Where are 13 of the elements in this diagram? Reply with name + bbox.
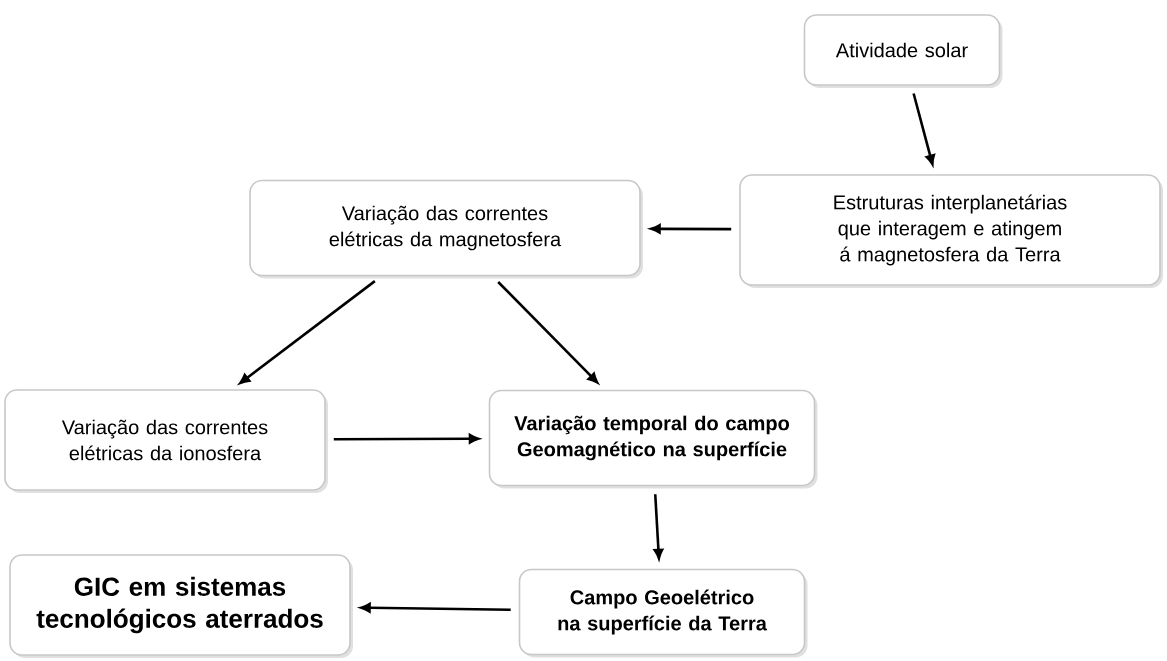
arrow: [333, 433, 480, 444]
process-box: Variação das correntes elétricas da magnetosfera: [249, 179, 643, 279]
process-box: Variação temporal do campo Geomagnético na superfície: [488, 389, 818, 489]
process-box: GIC em sistemas tecnológicos aterrados: [9, 554, 353, 658]
arrow: [650, 224, 732, 234]
arrow: [912, 93, 936, 166]
arrow: [497, 281, 599, 384]
process-box: Variação das correntes elétricas da ionosfera: [4, 389, 328, 493]
arrow: [653, 494, 664, 560]
process-box: Campo Geoelétrico na superfície da Terra: [518, 568, 808, 658]
process-box: Estruturas interplanetárias que interagem e atingem á magnetosfera da Terra: [739, 174, 1163, 288]
process-box: Atividade solar: [803, 14, 1003, 88]
arrow: [239, 280, 376, 385]
